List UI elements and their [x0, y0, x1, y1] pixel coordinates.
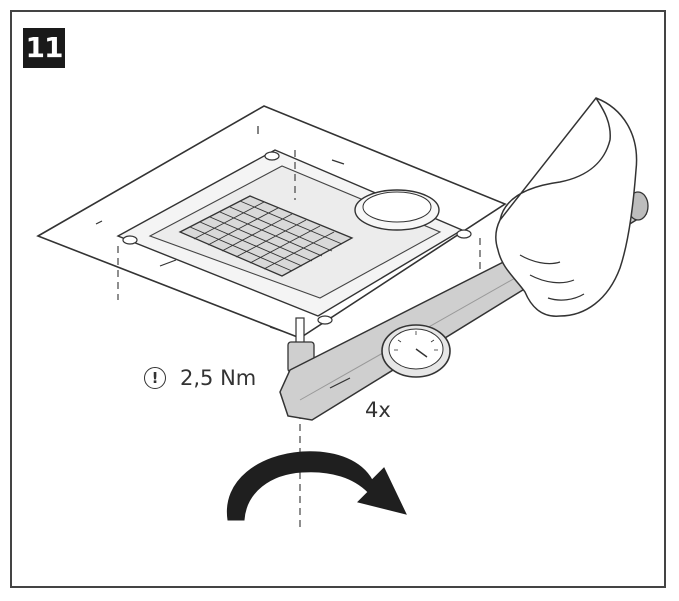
torque-annotation: ! 2,5 Nm: [144, 366, 256, 390]
panel-screws: [122, 151, 472, 325]
filter-grid: [178, 195, 354, 277]
rotation-arrow: [226, 451, 407, 521]
step-number-badge: 11: [23, 28, 65, 68]
torque-value: 2,5 Nm: [180, 366, 257, 390]
hand-illustration: [495, 97, 638, 317]
warning-circle-icon: !: [144, 367, 166, 389]
bolt-shaft: [295, 317, 305, 345]
repeat-count: 4x: [365, 398, 391, 422]
